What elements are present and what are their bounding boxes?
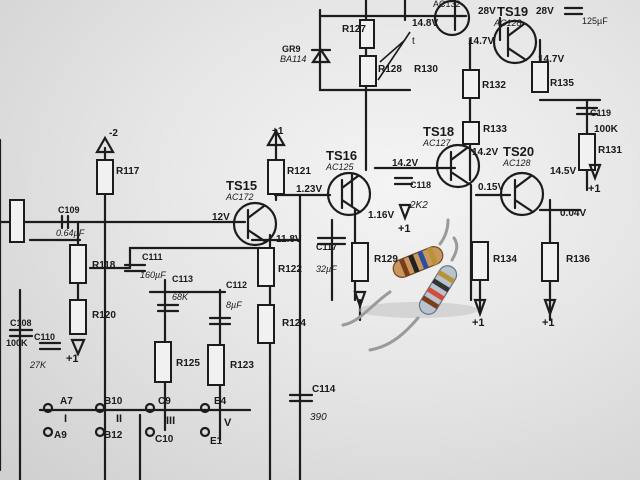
label-a9: A9	[54, 430, 67, 441]
label-c113: C113	[172, 274, 193, 284]
loose-resistors-photo	[341, 218, 478, 352]
label-r128: R128	[378, 64, 402, 75]
label-c32uf: 32µF	[316, 264, 337, 274]
label-r122: R122	[278, 264, 302, 275]
label-e1: E1	[210, 436, 223, 447]
label-ac125: AC125	[325, 162, 355, 172]
label-c390: 390	[310, 412, 327, 423]
label-k100a: 100K	[6, 338, 28, 348]
label-plus1c: +1	[588, 183, 601, 195]
label-ts15: TS15	[226, 178, 257, 193]
label-k100b: 100K	[594, 124, 619, 135]
label-c110: C110	[34, 332, 55, 342]
label-ac127: AC127	[422, 138, 452, 148]
label-r135: R135	[550, 78, 574, 89]
label-c64uf: 0.64µF	[56, 228, 85, 238]
label-sw3: III	[166, 415, 175, 427]
label-plus1f: +1	[542, 317, 555, 329]
label-v004: 0.04V	[560, 208, 586, 219]
label-r127: R127	[342, 24, 366, 35]
label-v118: 11.8V	[276, 234, 302, 245]
label-v28b: 28V	[536, 6, 554, 17]
label-r134: R134	[493, 254, 517, 265]
label-ts19: TS19	[497, 4, 528, 19]
label-v116: 1.16V	[368, 210, 394, 221]
label-plus1e: +1	[472, 317, 485, 329]
label-ac172: AC172	[225, 192, 254, 202]
label-r131: R131	[598, 145, 622, 156]
label-k68: 68K	[172, 292, 189, 302]
label-c2k2: 2K2	[409, 200, 428, 211]
label-r118: R118	[92, 260, 116, 271]
label-gr9: GR9	[282, 44, 301, 54]
label-ts18: TS18	[423, 124, 454, 139]
label-b10: B10	[104, 396, 123, 407]
label-v12: 12V	[212, 212, 230, 223]
label-v147b: 14.7V	[538, 54, 564, 65]
label-ts20: TS20	[503, 144, 534, 159]
label-c114: C114	[312, 384, 336, 395]
supply-arrows	[70, 128, 602, 357]
label-r117: R117	[116, 166, 140, 177]
capacitors	[8, 6, 599, 403]
label-b12: B12	[104, 430, 123, 441]
label-c125uf: 125µF	[582, 16, 608, 26]
label-minus2: -2	[109, 128, 118, 139]
label-r132: R132	[482, 80, 506, 91]
resistors	[9, 19, 596, 386]
label-ac128b: AC128	[502, 158, 531, 168]
label-r121: R121	[287, 166, 311, 177]
label-plus1b: +1	[398, 223, 411, 235]
label-e4: E4	[214, 396, 227, 407]
label-ba114: BA114	[280, 54, 306, 64]
label-ac132: AC132	[433, 0, 461, 9]
label-sw2: II	[116, 413, 122, 425]
thermistor-arrow	[377, 31, 411, 81]
low-labels: R118 C111 160µF R122 C117 32µF R129 R134…	[6, 242, 590, 447]
label-r120: R120	[92, 310, 116, 321]
label-v142a: 14.2V	[392, 158, 418, 169]
label-v147a: 14.7V	[468, 36, 494, 47]
label-r125: R125	[176, 358, 200, 369]
label-v148: 14.8V	[412, 18, 438, 29]
label-ac128a: AC128	[493, 18, 522, 28]
label-k27: 27K	[29, 360, 47, 370]
switch-contacts	[42, 402, 211, 438]
label-c112: C112	[226, 280, 247, 290]
label-v28a: 28V	[478, 6, 496, 17]
label-r133: R133	[483, 124, 507, 135]
label-r124: R124	[282, 318, 306, 329]
label-v015: 0.15V	[478, 182, 504, 193]
label-c10: C10	[155, 434, 174, 445]
transistors	[232, 0, 545, 247]
mid-labels: -2 R117 +1 R121 TS15 AC172 1.23V TS16 AC…	[56, 124, 601, 245]
label-c8uf: 8µF	[226, 300, 242, 310]
label-r123: R123	[230, 360, 254, 371]
label-v145: 14.5V	[550, 166, 576, 177]
label-r129: R129	[374, 254, 398, 265]
label-sw5: V	[224, 417, 232, 429]
label-t: t	[412, 36, 415, 47]
label-c109: C109	[58, 205, 80, 215]
label-ts16: TS16	[326, 148, 357, 163]
label-c111: C111	[142, 252, 163, 262]
label-c118: C118	[410, 180, 431, 190]
label-a7: A7	[60, 396, 73, 407]
label-sw1: I	[64, 413, 67, 425]
diode-symbol	[310, 48, 332, 64]
label-plus1a: +1	[272, 126, 284, 137]
label-plus1d: +1	[66, 353, 79, 365]
label-v142b: 14.2V	[472, 147, 498, 158]
top-labels: AC132 14.8V 28V TS19 AC128 28V 14.7V 14.…	[280, 0, 622, 156]
label-c9: C9	[158, 396, 171, 407]
label-v123: 1.23V	[296, 184, 322, 195]
label-r136: R136	[566, 254, 590, 265]
label-c160uf: 160µF	[140, 270, 166, 280]
label-c108: C108	[10, 318, 32, 328]
label-c119: C119	[590, 108, 611, 118]
label-r130: R130	[414, 64, 438, 75]
label-c117: C117	[316, 242, 337, 252]
